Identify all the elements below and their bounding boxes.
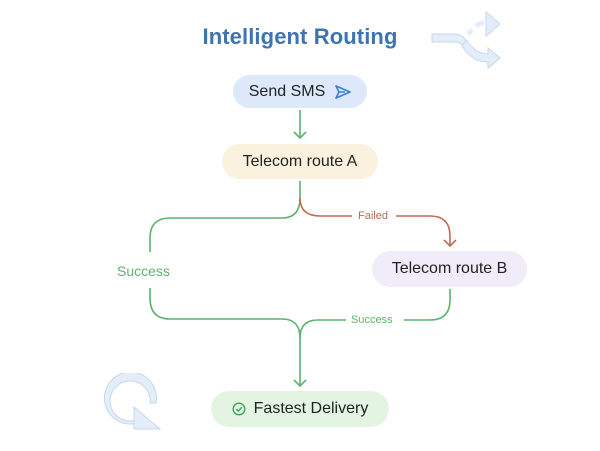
edge-label-failed: Failed — [355, 210, 391, 222]
send-icon — [335, 84, 352, 99]
split-arrows-icon — [431, 10, 501, 70]
edge-success-left — [149, 197, 301, 252]
diagram-title: Intelligent Routing — [0, 24, 600, 50]
edge-label-success-right: Success — [348, 314, 396, 326]
node-route-a[interactable]: Telecom route A — [222, 144, 378, 179]
arrowhead — [293, 131, 307, 140]
edge-success-right — [404, 289, 451, 321]
node-route-b[interactable]: Telecom route B — [372, 251, 527, 287]
node-label: Telecom route B — [391, 260, 508, 277]
check-circle-icon — [232, 402, 246, 416]
arrowhead — [443, 239, 457, 248]
node-fastest-delivery[interactable]: Fastest Delivery — [211, 391, 389, 427]
edge-label-success-left: Success — [114, 263, 173, 279]
edge-failed — [299, 197, 352, 217]
node-send-sms[interactable]: Send SMS — [233, 75, 367, 108]
node-label: Send SMS — [248, 82, 326, 100]
arrowhead — [293, 379, 307, 388]
node-label: Fastest Delivery — [253, 400, 369, 417]
node-label: Telecom route A — [242, 152, 358, 170]
title-text: Intelligent Routing — [202, 24, 398, 49]
refresh-icon — [104, 373, 162, 430]
